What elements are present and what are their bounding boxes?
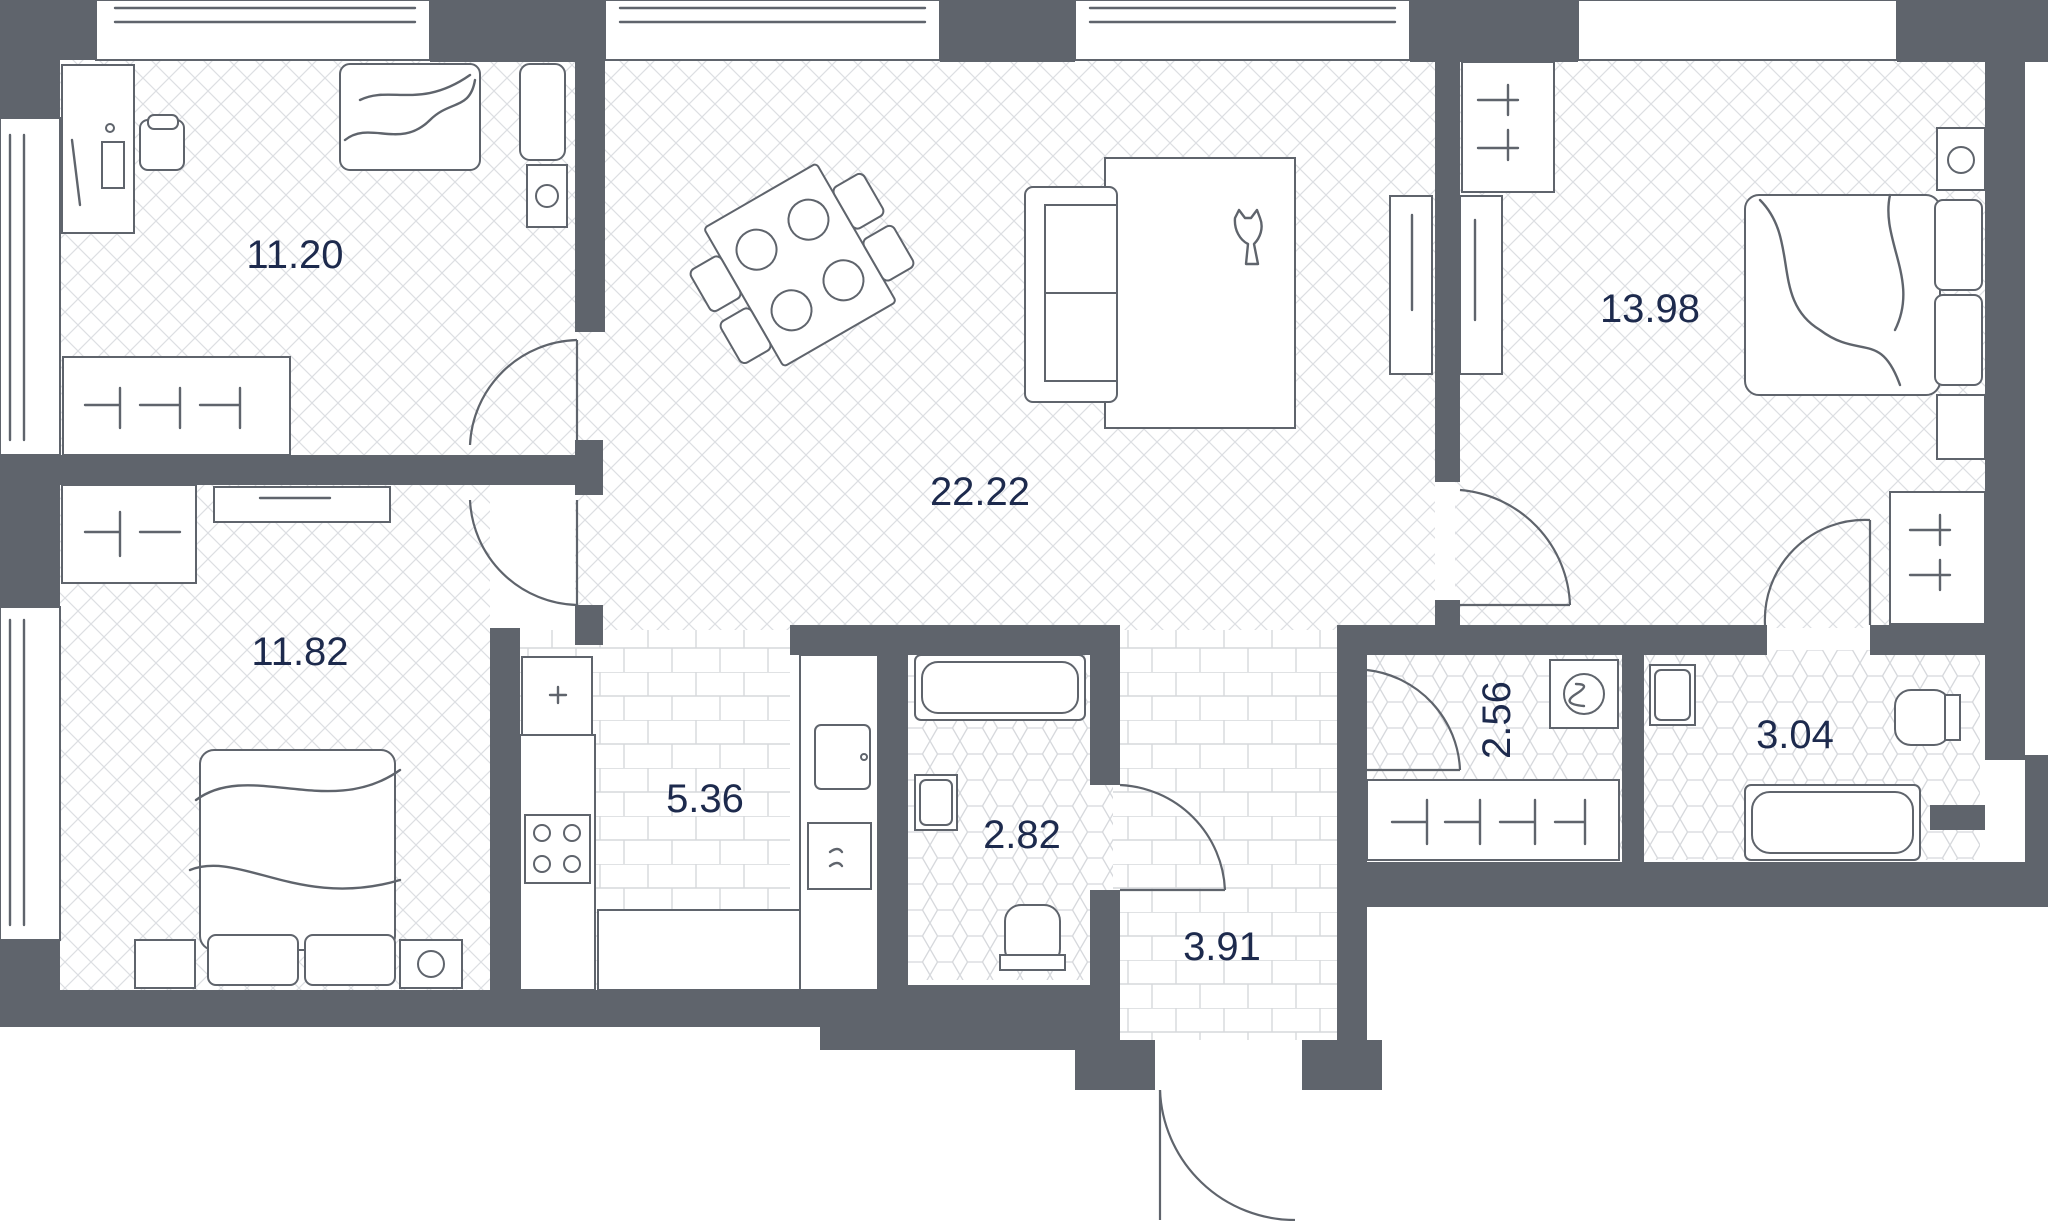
floor-living-room [575,60,1435,630]
wardrobe-icon [1461,61,1555,193]
toilet-icon [999,904,1066,971]
window [1074,0,1411,61]
wall [1930,805,1985,830]
wall [0,0,60,118]
area-label: 3.04 [1756,713,1834,757]
furniture [61,61,1986,991]
wall [1075,1040,1155,1090]
window [604,0,941,61]
wall [0,990,820,1027]
wardrobe-icon [1389,195,1433,375]
wall [575,605,603,645]
sofa-icon [1024,186,1118,403]
wall [490,628,520,990]
bathtub-icon [914,654,1086,721]
wall [1410,0,1578,62]
wall [0,455,60,607]
window [1577,0,1898,61]
washing-machine-icon [1549,659,1619,729]
wall [1622,655,1644,862]
wardrobe-icon [1459,195,1503,375]
area-label: 11.20 [246,233,343,277]
sink-icon [1649,664,1696,726]
wall [1870,625,1985,655]
fridge-icon [521,656,593,736]
wardrobe-icon [1366,779,1620,861]
area-label: 3.91 [1183,925,1261,969]
wardrobe-icon [62,356,291,456]
sink-icon [814,724,871,790]
area-label: 22.22 [930,470,1030,514]
bathtub-icon [1744,784,1921,861]
bed-icon [339,63,481,171]
wall [940,0,1075,62]
area-labels: 11.20 11.82 22.22 13.98 5.36 2.82 3.91 2… [246,233,1834,969]
dishwasher-icon [807,822,872,890]
walls [0,0,2048,1090]
wall [1435,62,1460,482]
wall [430,0,605,62]
toilet-icon [1894,689,1961,746]
wall [1090,890,1120,990]
wall [820,985,1120,1050]
wall [0,455,580,485]
door-swing [1763,518,1871,626]
wardrobe-icon [61,484,197,584]
rug-icon [1104,157,1296,429]
sink-icon [914,774,958,831]
wardrobe-icon [1889,491,1986,625]
wall [575,62,605,332]
nightstand-icon [519,63,568,228]
door-swing [468,499,578,607]
area-label: 2.56 [1475,681,1519,759]
wall [1897,0,2048,62]
nightstand-icon [134,939,463,989]
wall [790,625,1120,655]
stove-icon [524,814,591,884]
windows [0,0,1898,941]
window [95,0,431,61]
desk-icon [61,64,135,234]
tv-unit-icon [213,486,391,523]
area-label: 5.36 [666,777,744,821]
area-label: 2.82 [983,813,1061,857]
cat-icon [1233,208,1263,266]
wall [1090,625,1120,785]
wall [1435,600,1460,630]
door-swing [1158,1089,1296,1221]
counter [597,909,801,991]
doors [468,338,1872,1221]
dining-table-icon [689,163,915,367]
nightstand-icon [1936,127,1986,460]
bed-icon [188,749,402,986]
wall [1337,625,1367,1090]
area-label: 13.98 [1600,287,1700,331]
floor-hallway [1112,630,1337,1040]
door-swing [1119,783,1227,891]
wall [1337,862,2048,907]
door-swing [1366,668,1462,771]
wall [878,625,908,990]
chair-icon [139,114,185,171]
wall [1985,0,2025,760]
door-swing [468,338,578,446]
bed-icon [1744,193,1983,396]
wall [1337,625,1767,655]
door-swing [1459,488,1572,606]
area-label: 11.82 [251,630,348,674]
